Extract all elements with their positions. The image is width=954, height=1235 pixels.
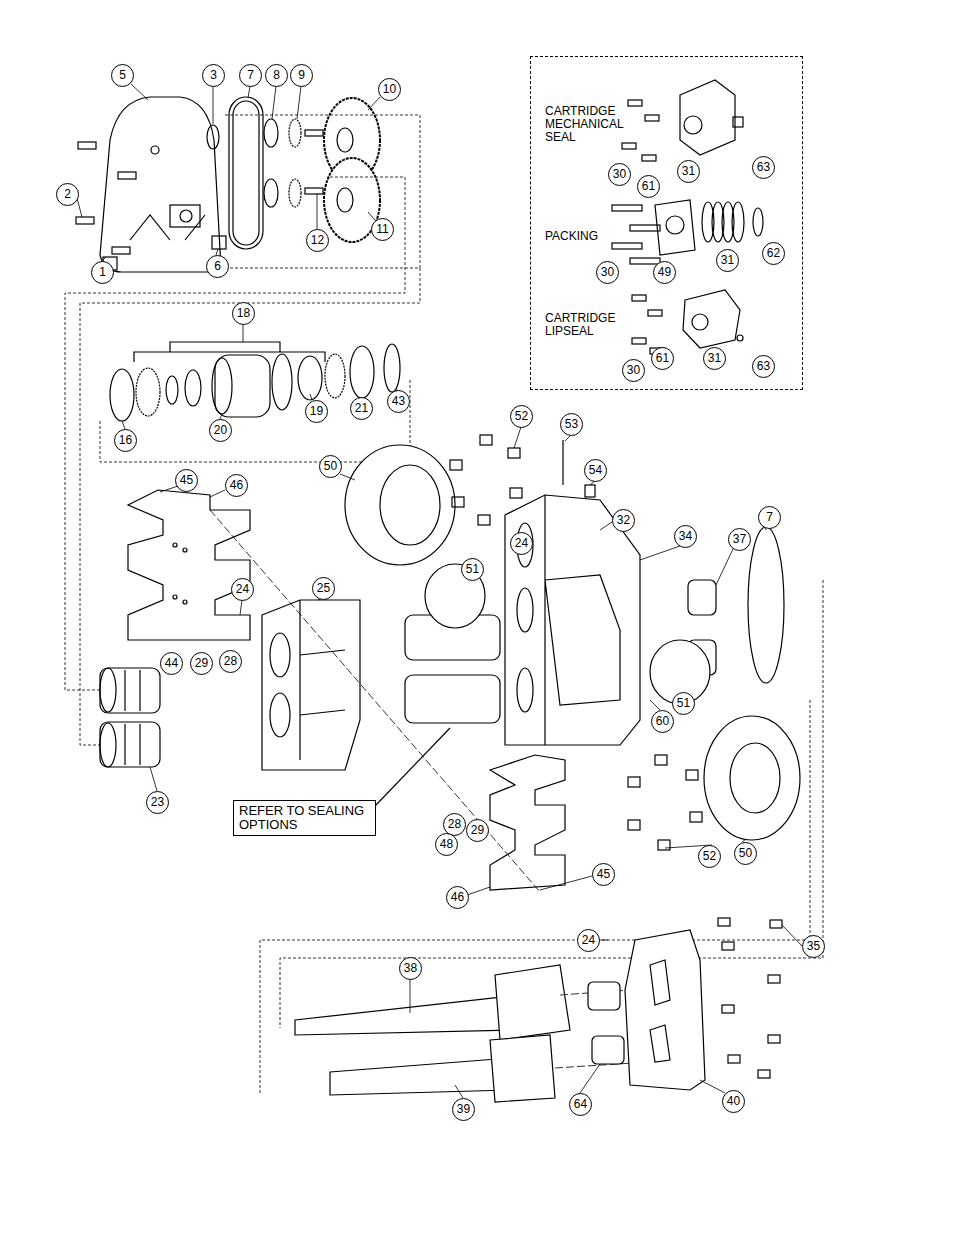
- callout-number: 48: [435, 833, 458, 856]
- callout-number: 5: [111, 64, 134, 87]
- callout-number: 6: [206, 255, 229, 278]
- callout-number: 61: [637, 175, 660, 198]
- note-box: REFER TO SEALING OPTIONS: [233, 800, 376, 836]
- callout-number: 7: [239, 64, 262, 87]
- callout-number: 23: [146, 791, 169, 814]
- seal-options-panel: CARTRIDGE MECHANICAL SEAL PACKING CARTRIDG…: [530, 56, 803, 390]
- callout-number: 54: [584, 459, 607, 482]
- callout-number: 51: [461, 558, 484, 581]
- option-heading: CARTRIDGE MECHANICAL SEAL: [545, 105, 631, 144]
- callout-number: 31: [703, 347, 726, 370]
- callout-number: 43: [387, 390, 410, 413]
- callout-number: 1: [91, 261, 114, 284]
- callout-number: 29: [466, 819, 489, 842]
- callout-number: 32: [612, 509, 635, 532]
- callout-number: 7: [758, 506, 781, 529]
- callout-number: 25: [312, 577, 335, 600]
- callout-number: 3: [202, 64, 225, 87]
- callout-number: 37: [728, 528, 751, 551]
- callout-number: 10: [378, 78, 401, 101]
- note-text: REFER TO SEALING OPTIONS: [239, 804, 370, 832]
- callout-number: 49: [653, 261, 676, 284]
- callout-number: 30: [608, 163, 631, 186]
- callout-number: 9: [290, 64, 313, 87]
- callout-number: 64: [569, 1093, 592, 1116]
- callout-number: 50: [734, 842, 757, 865]
- callout-number: 53: [560, 413, 583, 436]
- callout-number: 30: [596, 261, 619, 284]
- callout-number: 45: [592, 863, 615, 886]
- callout-number: 24: [577, 929, 600, 952]
- callout-number: 45: [175, 469, 198, 492]
- callout-number: 44: [160, 652, 183, 675]
- callout-number: 19: [305, 400, 328, 423]
- callout-number: 52: [698, 845, 721, 868]
- callout-number: 50: [319, 455, 342, 478]
- callout-number: 40: [722, 1090, 745, 1113]
- callout-number: 28: [219, 650, 242, 673]
- callout-number: 21: [350, 397, 373, 420]
- callout-number: 31: [677, 160, 700, 183]
- callout-number: 63: [752, 156, 775, 179]
- callout-number: 35: [802, 935, 825, 958]
- callout-number: 29: [190, 652, 213, 675]
- callout-number: 46: [446, 886, 469, 909]
- callout-number: 38: [399, 957, 422, 980]
- callout-number: 39: [452, 1098, 475, 1121]
- callout-number: 12: [306, 229, 329, 252]
- callout-number: 16: [114, 429, 137, 452]
- callout-number: 24: [510, 532, 533, 555]
- callout-number: 31: [716, 249, 739, 272]
- callout-number: 51: [672, 692, 695, 715]
- callout-number: 24: [231, 578, 254, 601]
- callout-number: 62: [762, 242, 785, 265]
- callout-number: 34: [674, 525, 697, 548]
- callout-number: 8: [265, 64, 288, 87]
- option-heading: PACKING: [545, 230, 631, 243]
- callout-number: 18: [232, 302, 255, 325]
- callout-number: 63: [752, 355, 775, 378]
- callout-number: 60: [651, 710, 674, 733]
- callout-number: 61: [651, 347, 674, 370]
- callout-number: 52: [510, 405, 533, 428]
- callout-number: 46: [225, 474, 248, 497]
- callout-number: 20: [209, 419, 232, 442]
- option-heading: CARTRIDGE LIPSEAL: [545, 312, 631, 338]
- callout-number: 2: [56, 183, 79, 206]
- callout-number: 11: [371, 218, 394, 241]
- callout-number: 30: [622, 359, 645, 382]
